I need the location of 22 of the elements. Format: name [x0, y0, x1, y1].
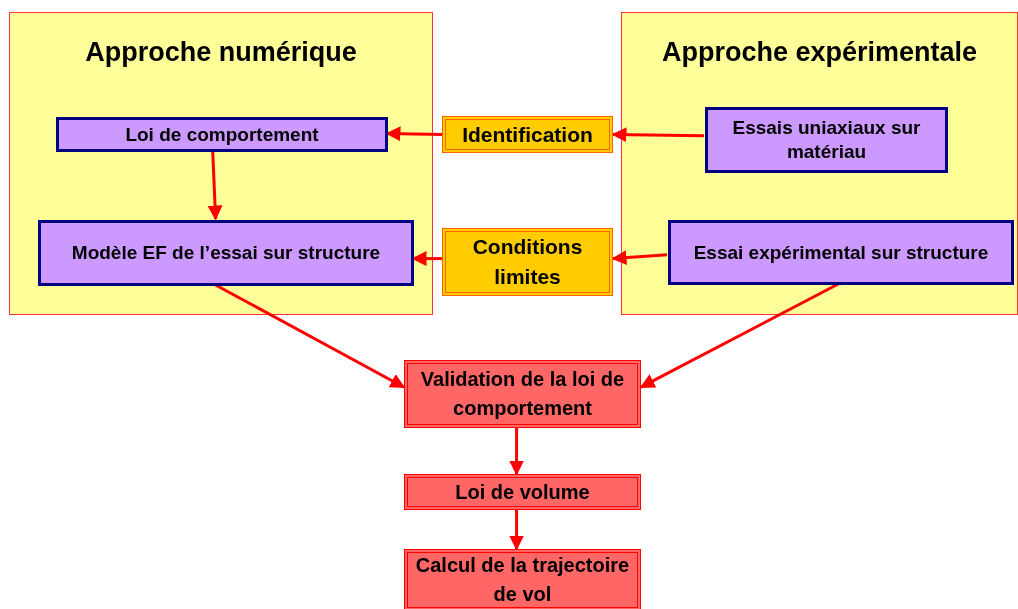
result-box: Validation de la loi de comportement [404, 360, 641, 428]
step-box: Identification [442, 116, 613, 153]
step-box: Conditions limites [442, 228, 613, 296]
arrow [509, 428, 525, 476]
arrow [639, 282, 839, 389]
arrow [611, 127, 705, 143]
panel-title: Approche expérimentale [661, 37, 978, 68]
result-box: Calcul de la trajectoire de vol [404, 549, 641, 609]
process-box: Loi de comportement [56, 117, 388, 152]
arrow [509, 510, 525, 551]
arrow [207, 150, 223, 221]
approach-panel [621, 12, 1018, 315]
arrow [214, 283, 406, 389]
arrow [611, 250, 668, 266]
process-box: Essais uniaxiaux sur matériau [705, 107, 948, 173]
panel-title: Approche numérique [85, 37, 357, 68]
arrow [385, 126, 443, 142]
arrow [411, 251, 442, 267]
process-box: Modèle EF de l’essai sur structure [38, 220, 414, 286]
process-box: Essai expérimental sur structure [668, 220, 1014, 285]
approach-panel [9, 12, 433, 315]
result-box: Loi de volume [404, 474, 641, 510]
